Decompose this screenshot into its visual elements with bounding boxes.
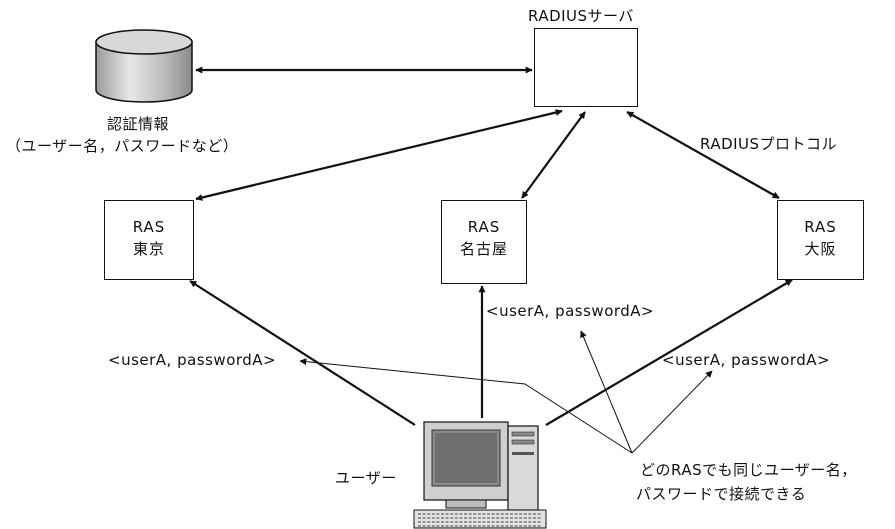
radius-server-box [534, 28, 638, 107]
link-user-osaka [545, 279, 793, 426]
ras-tokyo-city: 東京 [132, 240, 165, 258]
link-user-tokyo [189, 280, 416, 426]
database-icon [95, 29, 193, 103]
credential-nagoya: <userA, passwordA> [486, 302, 655, 320]
radius-server-label: RADIUSサーバ [528, 7, 634, 25]
ras-nagoya-city: 名古屋 [459, 240, 508, 258]
protocol-label: RADIUSプロトコル [700, 135, 838, 153]
ras-nagoya-title: RAS [467, 218, 501, 236]
note-line1: どのRASでも同じユーザー名， [640, 461, 857, 479]
note-pointers [299, 330, 713, 454]
user-label: ユーザー [335, 469, 397, 487]
link-radius-tokyo [195, 109, 563, 201]
ras-osaka-box [777, 200, 864, 280]
credential-tokyo: <userA, passwordA> [108, 351, 277, 369]
link-radius-nagoya [521, 111, 586, 199]
computer-icon [413, 421, 547, 529]
note-line2: パスワードで接続できる [636, 485, 807, 503]
auth-db-title: 認証情報 [107, 115, 170, 133]
ras-tokyo-title: RAS [132, 218, 166, 236]
ras-osaka-city: 大阪 [804, 240, 837, 258]
auth-db-subtitle: （ユーザー名，パスワードなど） [6, 137, 239, 155]
ras-osaka-title: RAS [804, 218, 837, 236]
ras-nagoya-box [441, 200, 527, 284]
ras-tokyo-box [104, 200, 194, 280]
link-radius-osaka [626, 111, 780, 199]
credential-osaka: <userA, passwordA> [662, 351, 831, 369]
